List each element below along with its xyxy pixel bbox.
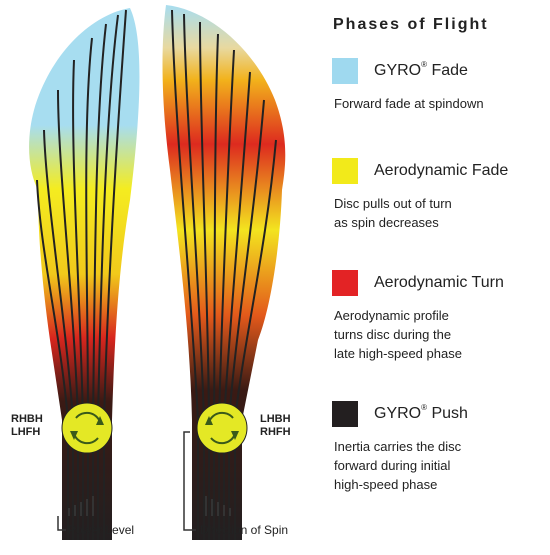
legend-item-name: Aerodynamic Turn xyxy=(374,272,504,292)
legend-item-description: Disc pulls out of turn as spin decreases xyxy=(334,194,534,232)
left-throw-label: RHBH LHFH xyxy=(11,413,43,439)
description-line: forward during initial xyxy=(334,458,451,473)
legend-item-name-text: GYRO xyxy=(374,405,422,422)
legend-swatch xyxy=(332,158,358,184)
description-line: Inertia carries the disc xyxy=(334,439,462,454)
spin-direction-bars-icon xyxy=(205,496,231,516)
legend-swatch xyxy=(332,401,358,427)
legend-item-name-suffix: Push xyxy=(427,405,468,422)
description-line: as spin decreases xyxy=(334,215,439,230)
legend-swatch xyxy=(332,270,358,296)
left-flight-fan xyxy=(29,8,140,540)
right-throw-label-line: RHFH xyxy=(260,426,291,438)
legend: Phases of Flight GYRO® Fade Forward fade… xyxy=(330,0,550,550)
right-spin-indicator xyxy=(196,402,248,454)
right-throw-label: LHBH RHFH xyxy=(260,413,291,439)
legend-item-description: Inertia carries the disc forward during … xyxy=(334,437,534,494)
legend-item-name-suffix: Fade xyxy=(427,62,468,79)
legend-item-name-text: GYRO xyxy=(374,62,422,79)
flight-paths-svg xyxy=(29,5,286,540)
left-throw-label-line: RHBH xyxy=(11,413,43,425)
direction-of-spin-label: Direction of Spin xyxy=(200,523,289,537)
legend-item-description: Aerodynamic profile turns disc during th… xyxy=(334,306,534,363)
description-line: Forward fade at spindown xyxy=(334,96,484,111)
legend-item-name-text: Aerodynamic Turn xyxy=(374,274,504,291)
left-flight-lines xyxy=(36,9,127,540)
registered-mark: ® xyxy=(421,403,428,412)
left-spin-indicator xyxy=(61,402,113,454)
power-level-label: Power Level xyxy=(68,523,135,537)
legend-item-name: Aerodynamic Fade xyxy=(374,160,508,180)
description-line: Disc pulls out of turn xyxy=(334,196,452,211)
legend-swatch xyxy=(332,58,358,84)
description-line: high-speed phase xyxy=(334,477,438,492)
spin-bracket xyxy=(183,431,196,531)
power-bracket xyxy=(57,516,66,531)
description-line: turns disc during the xyxy=(334,327,452,342)
legend-item-name-text: Aerodynamic Fade xyxy=(374,162,509,179)
legend-item-name: GYRO® Push xyxy=(374,403,468,423)
left-throw-label-line: LHFH xyxy=(11,426,41,438)
description-line: Aerodynamic profile xyxy=(334,308,449,323)
legend-item-name: GYRO® Fade xyxy=(374,60,468,80)
flight-diagram: RHBH LHFH LHBH RHFH Power Level Directio… xyxy=(11,5,291,540)
registered-mark: ® xyxy=(421,60,428,69)
legend-item-description: Forward fade at spindown xyxy=(334,94,534,113)
right-flight-lines xyxy=(171,9,277,540)
legend-title: Phases of Flight xyxy=(333,16,489,33)
right-throw-label-line: LHBH xyxy=(260,413,291,425)
power-level-bars-icon xyxy=(68,496,94,516)
description-line: late high-speed phase xyxy=(334,346,462,361)
